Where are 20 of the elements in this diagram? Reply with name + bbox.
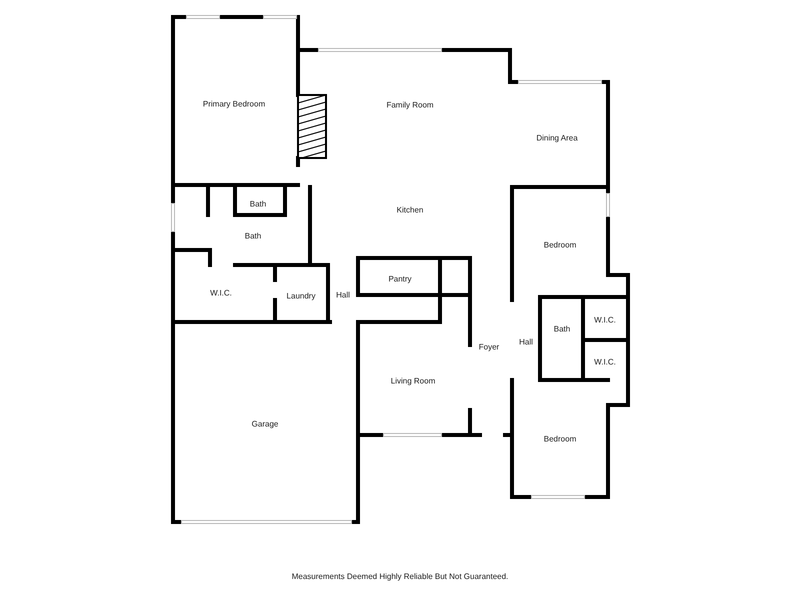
room-label: Family Room bbox=[386, 100, 434, 110]
room-label: Living Room bbox=[390, 376, 436, 386]
room-label: W.I.C. bbox=[594, 316, 616, 324]
room-label: Bath bbox=[554, 324, 570, 334]
caption: Measurements Deemed Highly Reliable But Not Guaranteed. bbox=[290, 572, 510, 581]
room-label: Foyer bbox=[478, 342, 500, 352]
room-label: Primary Bedroom bbox=[202, 100, 266, 108]
room-label: Hall bbox=[336, 290, 350, 300]
room-label: Hall bbox=[519, 338, 533, 346]
room-label: Bath bbox=[250, 200, 266, 208]
room-label: Garage bbox=[252, 420, 278, 428]
room-label: Pantry bbox=[388, 274, 412, 284]
room-label: Dining Area bbox=[536, 134, 578, 142]
room-label: W.I.C. bbox=[594, 358, 616, 366]
room-label: Kitchen bbox=[396, 206, 424, 214]
room-label: Laundry bbox=[286, 292, 316, 300]
room-label: Bedroom bbox=[544, 434, 576, 444]
room-label: W.I.C. bbox=[210, 288, 232, 298]
room-label: Bedroom bbox=[544, 240, 576, 250]
room-label: Bath bbox=[244, 232, 262, 240]
